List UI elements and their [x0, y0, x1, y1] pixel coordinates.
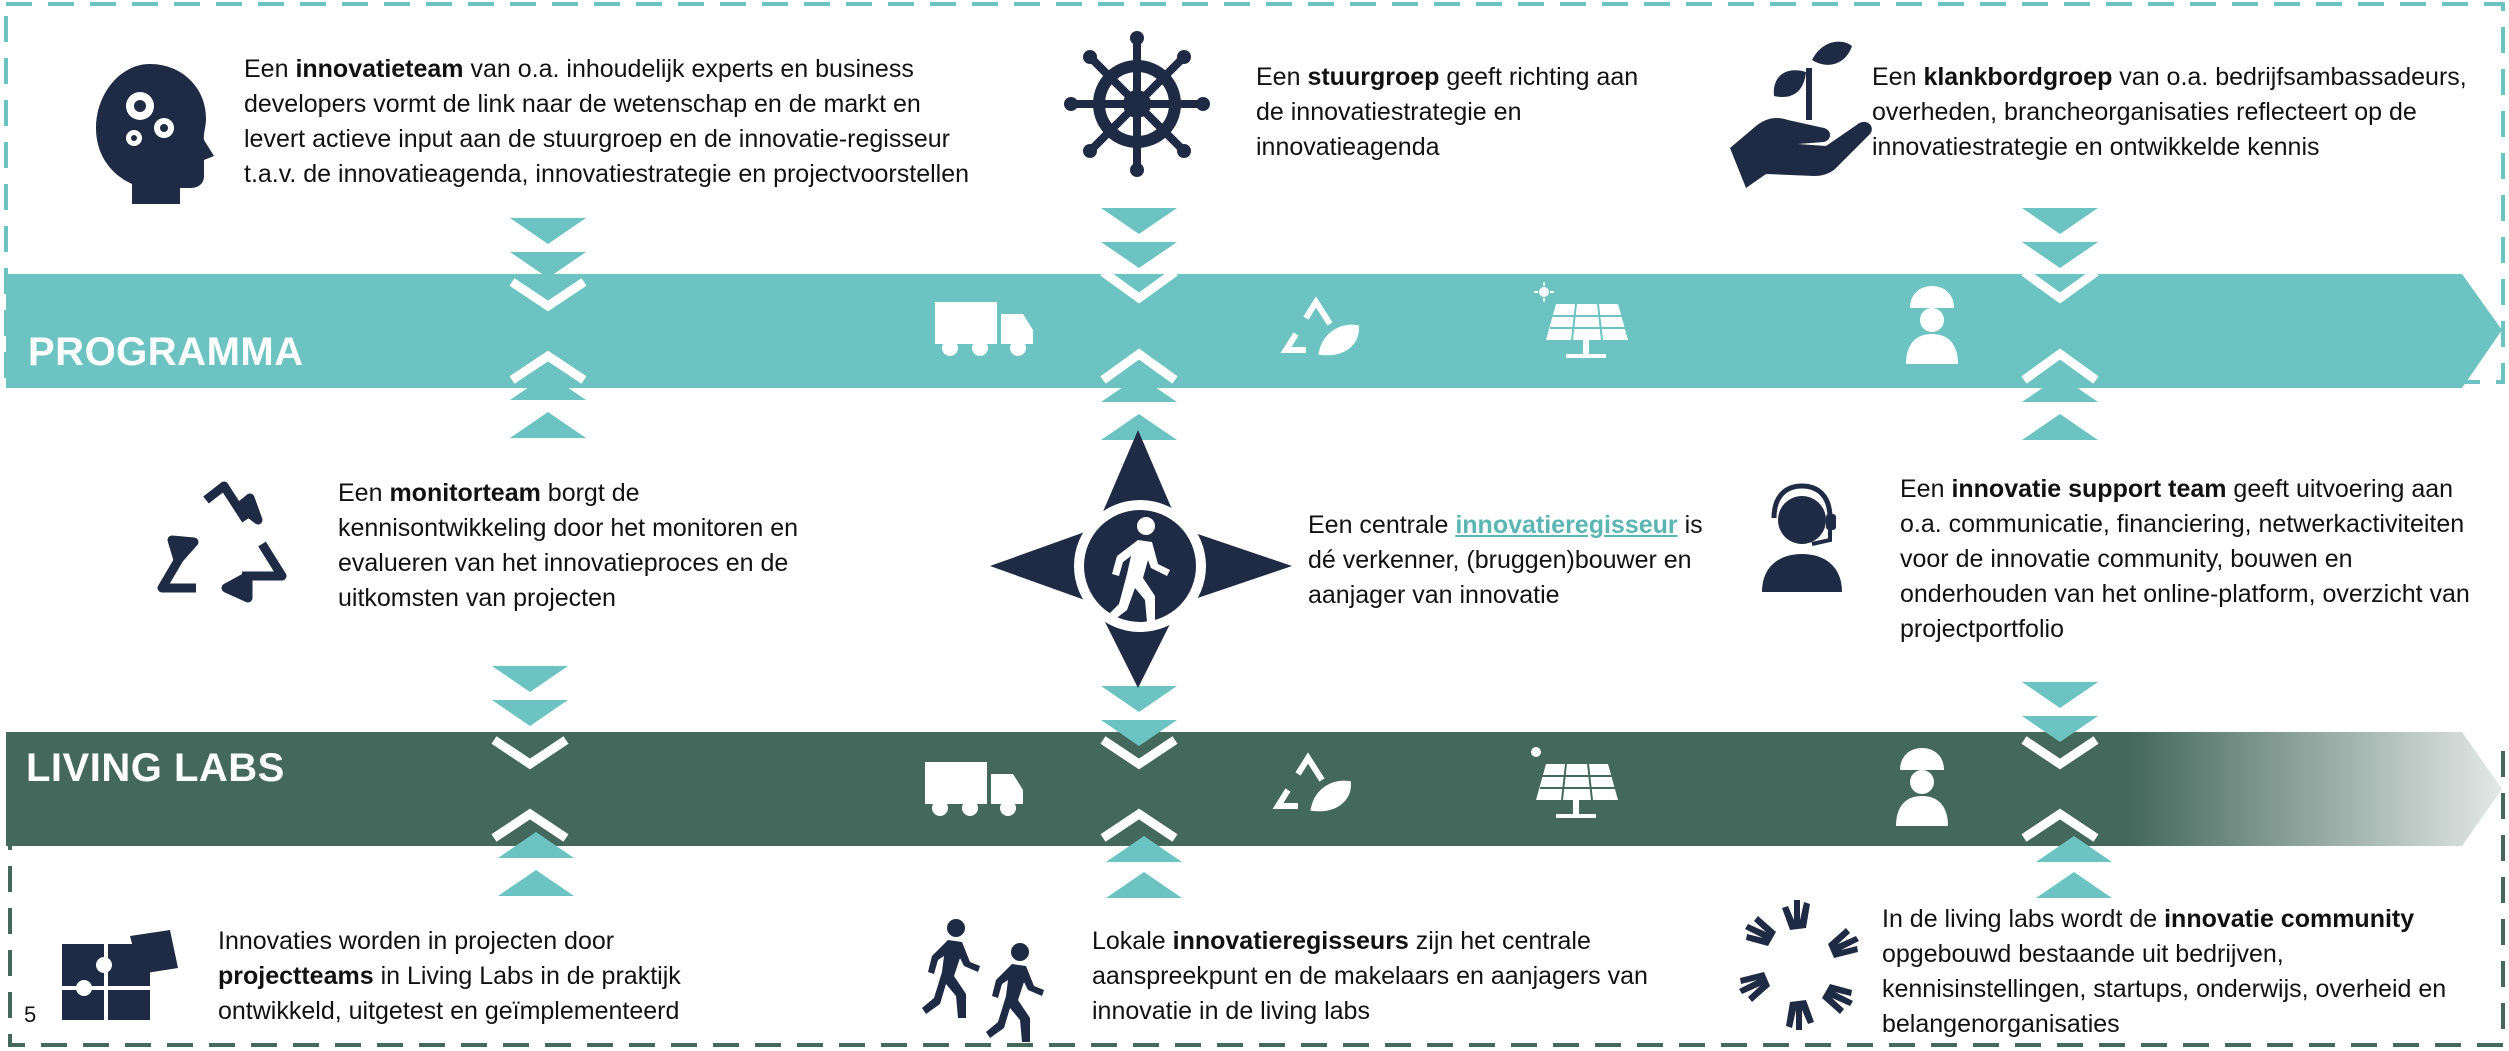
chevrons-mid-up — [510, 374, 2098, 440]
innovatieteam-bold: innovatieteam — [295, 55, 464, 83]
compass-walker-icon — [990, 430, 1292, 688]
living-labs-label: LIVING LABS — [26, 746, 285, 790]
ship-wheel-icon — [1064, 31, 1210, 177]
stuurgroep-pre: Een — [1256, 63, 1308, 91]
support-text: Een innovatie support team geeft uitvoer… — [1900, 472, 2490, 647]
recycle-leaf-icon — [1280, 296, 1360, 356]
stuurgroep-post: geeft richting aan de innovatiestrategie… — [1256, 63, 1639, 161]
stuurgroep-text: Een stuurgroep geeft richting aan de inn… — [1256, 60, 1656, 165]
chevrons-top — [510, 208, 2098, 278]
innovatieregisseur-link[interactable]: innovatieregisseur — [1455, 511, 1678, 539]
support-pre: Een — [1900, 475, 1952, 503]
solar-panel-icon — [1531, 747, 1618, 818]
klankbordgroep-post: van o.a. bedrijfsambassadeurs, overheden… — [1872, 63, 2467, 161]
monitorteam-pre: Een — [338, 479, 390, 507]
walking-people-icon — [922, 919, 1044, 1042]
hand-plant-icon — [1730, 41, 1872, 188]
living-labs-frame — [8, 740, 2505, 1047]
projectteams-bold: projectteams — [218, 962, 374, 990]
band-chevrons-2 — [491, 736, 2099, 842]
headset-person-icon — [1762, 483, 1842, 592]
band-chevrons — [509, 268, 2099, 384]
regisseur-post: is dé verkenner, (bruggen)bouwer en aanj… — [1308, 511, 1703, 609]
worker-icon — [1896, 748, 1948, 826]
lokale-bold: innovatieregisseurs — [1172, 927, 1409, 955]
chevrons-bottom-up — [498, 832, 2112, 898]
lokale-post: zijn het centrale aanspreekpunt en de ma… — [1092, 927, 1648, 1025]
solar-panel-icon — [1534, 282, 1628, 358]
stuurgroep-bold: stuurgroep — [1307, 63, 1440, 91]
lokale-text: Lokale innovatieregisseurs zijn het cent… — [1092, 924, 1652, 1029]
truck-icon — [925, 762, 1023, 816]
innovatieteam-pre: Een — [244, 55, 296, 83]
regisseur-pre: Een centrale — [1308, 511, 1456, 539]
innovatieteam-text: Een innovatieteam van o.a. inhoudelijk e… — [244, 52, 974, 192]
programma-band — [6, 274, 2502, 388]
monitorteam-post: borgt de kennisontwikkeling door het mon… — [338, 479, 798, 612]
regisseur-text: Een centrale innovatieregisseur is dé ve… — [1308, 508, 1728, 613]
monitorteam-text: Een monitorteam borgt de kennisontwikkel… — [338, 476, 818, 616]
brain-gears-icon — [96, 64, 214, 204]
worker-icon — [1906, 286, 1958, 364]
support-bold: innovatie support team — [1951, 475, 2227, 503]
projectteams-post: in Living Labs in de praktijk ontwikkeld… — [218, 962, 681, 1025]
hands-circle-icon — [1739, 900, 1859, 1030]
projectteams-pre: Innovaties worden in projecten door — [218, 927, 615, 955]
community-text: In de living labs wordt de innovatie com… — [1882, 902, 2492, 1042]
programma-label: PROGRAMMA — [28, 330, 304, 374]
klankbordgroep-text: Een klankbordgroep van o.a. bedrijfsamba… — [1872, 60, 2492, 165]
page-number: 5 — [24, 1002, 37, 1027]
community-bold: innovatie community — [2164, 905, 2415, 933]
recycle-icon — [157, 481, 287, 603]
living-labs-band-fade — [2130, 732, 2502, 846]
truck-icon — [935, 302, 1033, 356]
living-labs-band — [6, 732, 2132, 846]
community-post: opgebouwd bestaande uit bedrijven, kenni… — [1882, 940, 2447, 1038]
support-post: geeft uitvoering aan o.a. communicatie, … — [1900, 475, 2470, 643]
recycle-leaf-icon — [1272, 752, 1352, 812]
monitorteam-bold: monitorteam — [389, 479, 541, 507]
community-pre: In de living labs wordt de — [1882, 905, 2165, 933]
innovatieteam-post: van o.a. inhoudelijk experts en business… — [244, 55, 970, 188]
klankbordgroep-pre: Een — [1872, 63, 1924, 91]
projectteams-text: Innovaties worden in projecten door proj… — [218, 924, 758, 1029]
lokale-pre: Lokale — [1092, 927, 1173, 955]
chevrons-mid-down — [492, 666, 2098, 746]
puzzle-icon — [62, 930, 178, 1020]
klankbordgroep-bold: klankbordgroep — [1923, 63, 2113, 91]
